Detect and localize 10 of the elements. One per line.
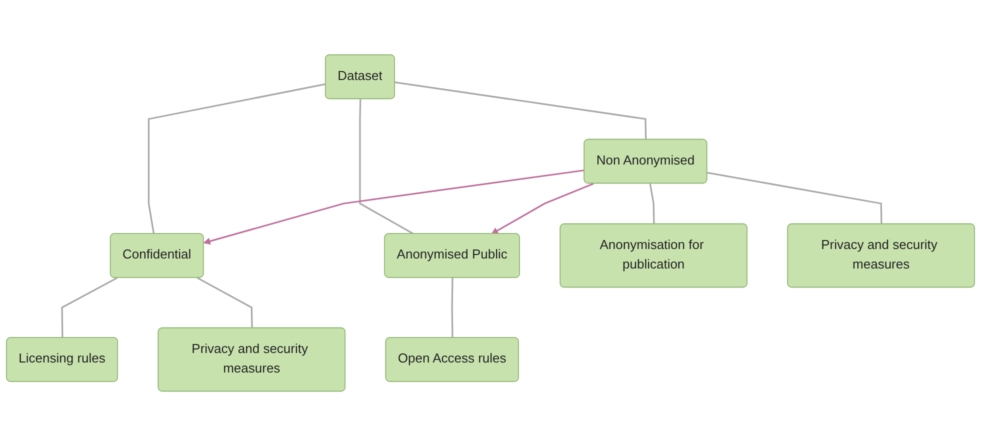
- connector: [61, 277, 118, 338]
- connector: [148, 83, 326, 234]
- connector: [451, 278, 454, 338]
- connector: [394, 81, 647, 140]
- connector: [649, 183, 655, 224]
- connector: [196, 277, 253, 328]
- arrow: [203, 169, 585, 245]
- arrow: [491, 182, 594, 234]
- connector: [359, 99, 414, 235]
- connector: [707, 172, 882, 224]
